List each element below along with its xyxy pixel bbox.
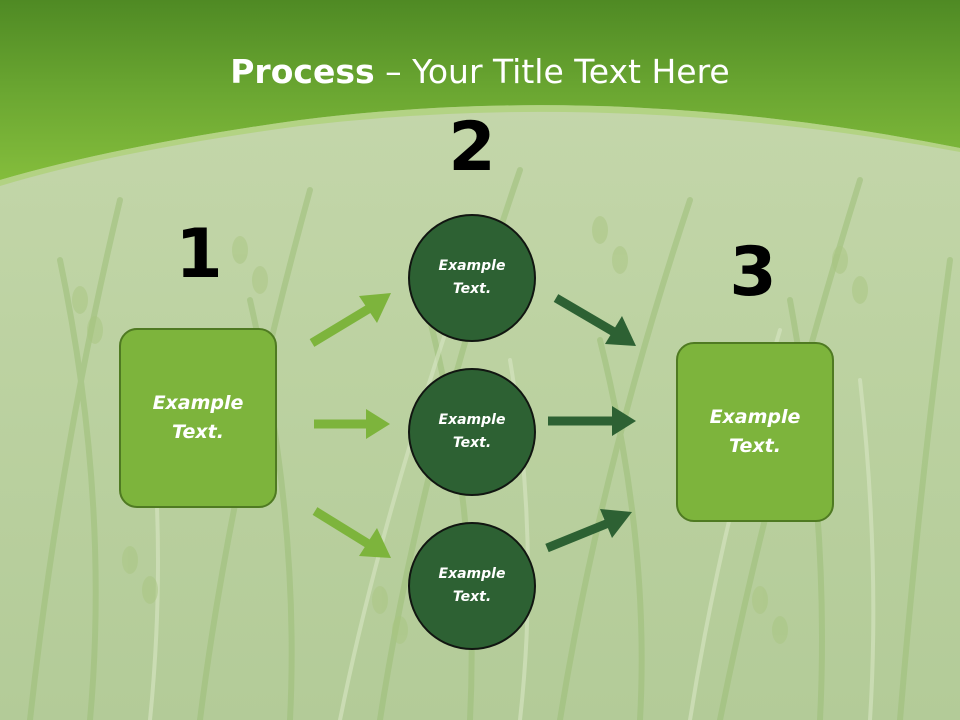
left-process-box: Example Text.: [119, 328, 277, 508]
rice-grains: [72, 216, 868, 644]
circle-bottom: Example Text.: [408, 522, 536, 650]
circle-top-text: Example Text.: [438, 258, 506, 297]
step-number-2: 2: [448, 108, 496, 187]
arrow-left-to-top: [309, 293, 391, 347]
slide-title: Process – Your Title Text Here: [0, 52, 960, 91]
left-box-text: Example Text.: [152, 392, 244, 443]
title-bold: Process: [230, 52, 375, 91]
circle-top: Example Text.: [408, 214, 536, 342]
title-rest: – Your Title Text Here: [374, 52, 730, 91]
circle-bottom-text: Example Text.: [438, 566, 506, 605]
arrow-bottom-to-right: [545, 509, 632, 553]
arrow-left-to-middle: [314, 409, 390, 439]
circle-middle: Example Text.: [408, 368, 536, 496]
header-band: [0, 0, 960, 180]
circle-middle-text: Example Text.: [438, 412, 506, 451]
arrow-left-to-bottom: [312, 507, 391, 558]
arrow-top-to-right: [553, 294, 636, 346]
step-number-1: 1: [175, 215, 223, 294]
step-number-3: 3: [729, 233, 777, 312]
right-box-text: Example Text.: [709, 406, 801, 457]
arrow-middle-to-right: [548, 406, 636, 436]
right-process-box: Example Text.: [676, 342, 834, 522]
